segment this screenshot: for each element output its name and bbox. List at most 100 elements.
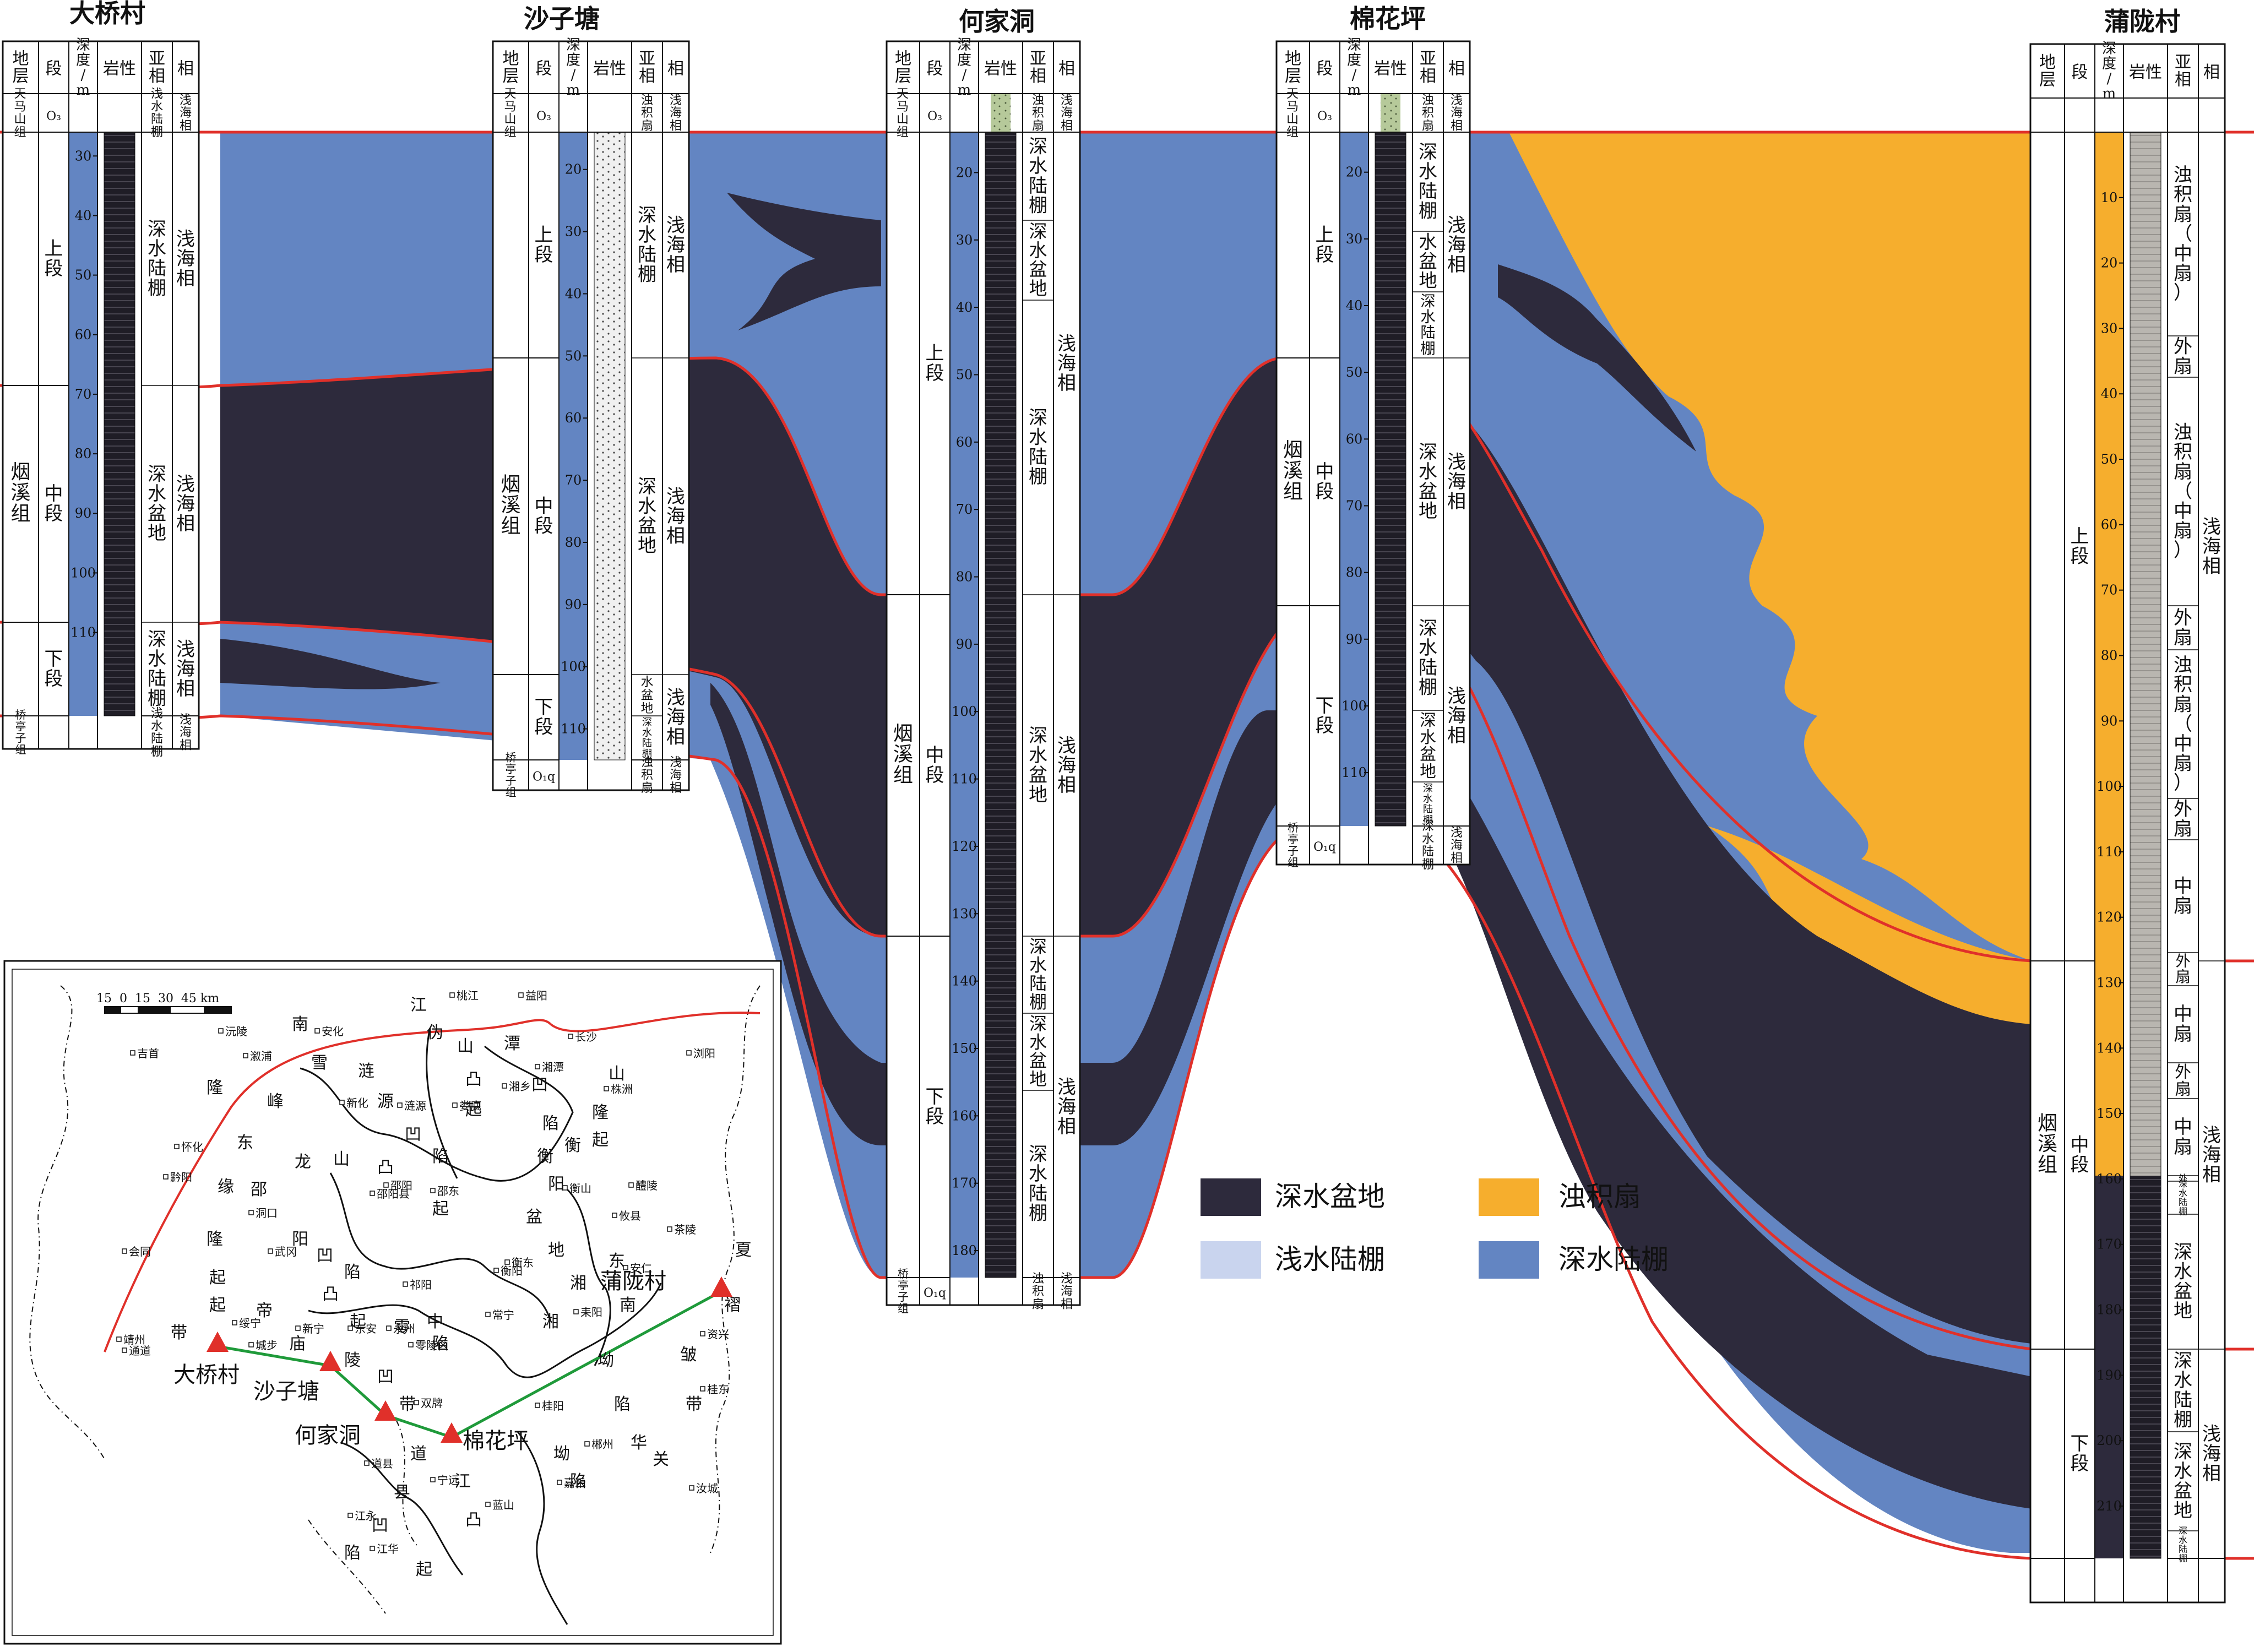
depth-tick-label: 100 [1341,698,1367,714]
map-city-label: 浏阳 [693,1047,715,1060]
header-subfacies: 亚相 [149,50,165,86]
map-tectonic-label: 山 [609,1064,625,1084]
map-city-label: 零陵区 [415,1339,448,1352]
map-city-label: 道县 [371,1457,393,1470]
map-tectonic-label: 陷 [344,1263,361,1282]
map-tectonic-label: 凸 [465,1070,482,1089]
map-city-marker [268,1248,273,1254]
depth-strip [69,132,97,716]
boundary-middle-lower [0,604,2254,1351]
facies-label: 浅海相 [176,228,195,289]
depth-tick-label: 60 [565,410,582,426]
segment-label: 下段 [535,697,553,738]
depth-tick-label: 90 [2101,713,2118,729]
header-lithology: 岩性 [103,59,136,79]
column-frame [2029,43,2226,1604]
facies-label: 浅海相 [666,687,685,748]
deep-basin-upper [727,193,881,330]
subfacies-label: 深水陆棚 [1029,407,1047,488]
map-city-label: 嘉禾 [564,1476,586,1490]
map-tectonic-label: 坳 [598,1351,614,1370]
legend-swatch-turbidite [1479,1178,1539,1216]
depth-tick-label: 90 [956,637,973,652]
header-lithology: 岩性 [593,59,626,79]
depth-tick-label: 70 [2101,583,2118,598]
map-city-marker [584,1441,590,1447]
depth-tick-label: 110 [561,721,586,737]
bottom-unit-code: O₁q [1313,840,1336,854]
map-city-label: 通道 [129,1344,151,1357]
map-tectonic-label: 凹 [377,1367,394,1387]
header-segment: 段 [927,59,943,79]
subfacies-label: 外扇 [2174,336,2192,378]
depth-tick-label: 50 [1346,365,1363,380]
subfacies-label: 深水陆棚 [642,716,652,759]
subfacies-label: 深水陆棚 [638,205,656,286]
section-column-1: 沙子塘地层段深度/m岩性亚相相烟溪组上段中段下段天马山组O₃浊积扇浅海相桥亭子组… [492,4,690,799]
depth-tick-label: 10 [2101,190,2118,205]
map-city-marker [218,1028,224,1034]
map-city-marker [386,1325,392,1331]
map-city-label: 衡阳 [501,1264,523,1278]
legend-item-deep-basin: 深水盆地 [1201,1178,1385,1216]
subfacies-label: 深水陆棚 [1420,293,1435,357]
top-facies: 浅海相 [670,94,682,133]
subfacies-label: 深水盆地 [1029,220,1047,299]
subfacies-label: 水盆地 [641,675,654,716]
subfacies-label: 外扇 [2174,798,2192,840]
map-tectonic-label: 缘 [218,1177,234,1197]
legend: 深水盆地 浊积扇 浅水陆棚 深水陆棚 [1201,1178,1669,1279]
bottom-subfacies: 浊积扇 [641,756,653,795]
map-tectonic-label: 江 [410,996,427,1015]
depth-strip [559,132,588,760]
map-city-marker [667,1226,672,1232]
map-frame [3,960,782,1645]
subfacies-label: 浊积扇（中扇） [2174,164,2192,304]
map-city-label: 新宁 [302,1322,324,1335]
header-subfacies: 亚相 [1420,50,1436,86]
depth-tick-label: 100 [70,565,96,580]
map-city-label: 安化 [322,1025,344,1038]
map-tectonic-label: 皱 [680,1345,697,1365]
map-site-marker-shazitang [319,1351,341,1371]
map-scale-bar: 15 0 15 30 45 km [96,992,232,1014]
subfacies-label: 深水陆棚 [148,219,166,300]
header-segment: 段 [1317,59,1333,79]
map-city-label: 湘潭 [542,1061,564,1074]
map-city-marker [130,1050,135,1056]
segment-label: 上段 [535,224,553,266]
map-city-marker [370,1546,375,1551]
depth-tick-label: 80 [2101,648,2118,663]
header-segment: 段 [2072,63,2088,82]
map-city-marker [347,1513,353,1518]
depth-tick-label: 20 [1346,165,1363,180]
section-title: 蒲陇村 [2104,7,2180,36]
map-tectonic-label: 陷 [542,1114,559,1133]
map-tectonic-label: 隆 [207,1078,223,1097]
facies-label: 浅海相 [1057,333,1076,394]
subfacies-label: 深水盆地 [1029,1013,1047,1089]
column-frame [2,40,200,750]
map-tectonic-label: 潭 [504,1034,520,1053]
depth-tick-label: 120 [2097,910,2122,925]
depth-tick-label: 180 [2097,1302,2122,1318]
map-tectonic-label: 山 [457,1037,474,1056]
map-tectonic-label: 起 [209,1268,226,1287]
top-facies: 浅海相 [1061,94,1073,133]
facies-label: 浅海相 [666,214,685,275]
facies-label: 浅海相 [2202,516,2221,577]
map-tectonic-label: 凹 [372,1516,388,1535]
map-city-marker [623,1265,628,1270]
facies-label: 浅海相 [1057,1076,1076,1137]
depth-tick-label: 190 [2097,1367,2122,1383]
map-tectonic-label: 凹 [405,1125,421,1144]
depth-tick-label: 90 [75,506,92,521]
legend-swatch-deep-basin [1201,1178,1261,1216]
header-lithology: 岩性 [1374,59,1407,79]
segment-label: 上段 [2071,526,2089,568]
depth-tick-label: 110 [70,625,96,640]
map-tectonic-label: 峰 [267,1092,284,1111]
bottom-unit-label: 桥亭子组 [898,1267,909,1315]
depth-tick-label: 180 [952,1243,977,1258]
subfacies-label: 深水陆棚 [1423,782,1433,825]
